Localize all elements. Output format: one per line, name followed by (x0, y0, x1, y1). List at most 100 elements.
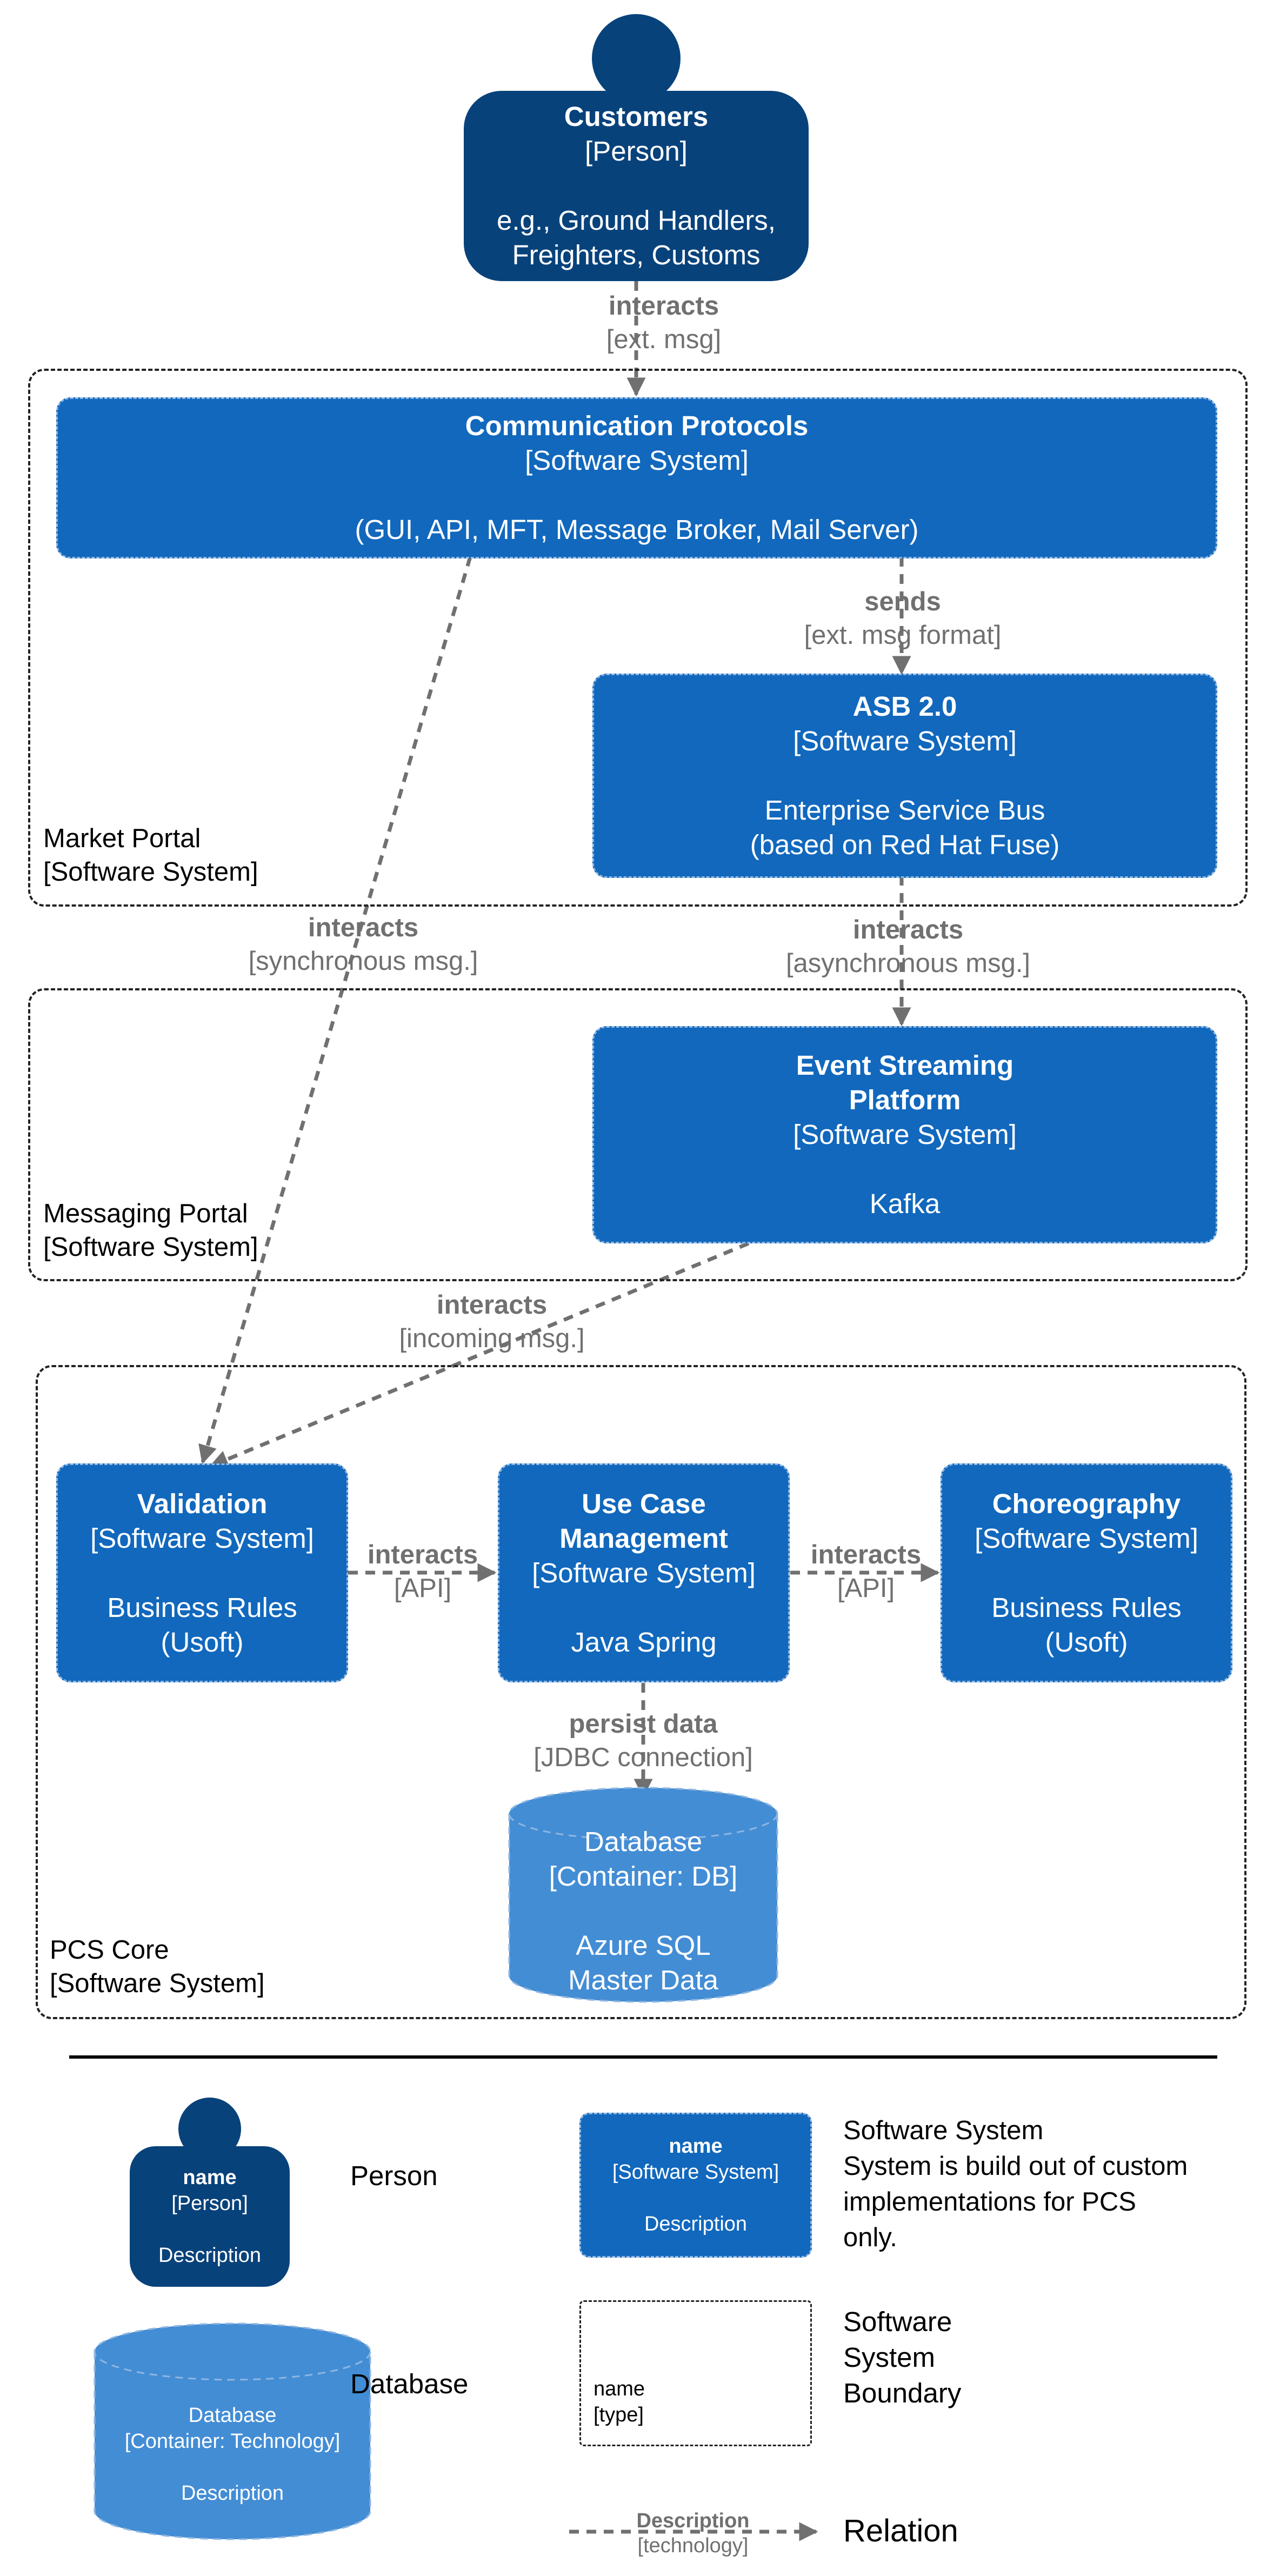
legend-system-name: name (669, 2135, 723, 2158)
relation-r4-label: interacts (852, 915, 964, 944)
esp-name-2: Platform (849, 1084, 961, 1115)
legend-system-box: name [Software System] Description (579, 2113, 812, 2258)
legend-database-title: Database (350, 2368, 469, 2399)
ucm-name-2: Management (559, 1522, 728, 1554)
ucm-name-1: Use Case (582, 1488, 706, 1519)
relation-r3-label: interacts (308, 913, 419, 942)
boundary-market-name: Market Portal (43, 824, 201, 853)
boundary-messaging-name: Messaging Portal (43, 1199, 248, 1228)
esp-type: [Software System] (793, 1119, 1017, 1150)
db-type: [Container: DB] (549, 1861, 738, 1892)
db-name: Database (584, 1826, 703, 1857)
customers-desc-2: Freighters, Customs (512, 239, 761, 270)
legend-relation-tech: [technology] (637, 2534, 749, 2557)
legend-person-desc: Description (158, 2244, 262, 2267)
legend-database-text: Database [Container: Technology] Descrip… (95, 2384, 370, 2525)
validation-system[interactable]: Validation [Software System] Business Ru… (56, 1463, 348, 1682)
relation-label-ucm-choreo: interacts [API] (811, 1538, 921, 1605)
esp-desc: Kafka (869, 1188, 941, 1219)
boundary-messaging-portal (28, 988, 1248, 1281)
boundary-market-label: Market Portal [Software System] (43, 822, 258, 889)
legend-boundary-title-1: Software (843, 2306, 952, 2337)
legend-database-desc: Description (181, 2482, 284, 2505)
comm-type: [Software System] (525, 445, 749, 476)
relation-r6-label: interacts (367, 1540, 478, 1569)
relation-r7-label: interacts (810, 1540, 922, 1569)
ucm-type: [Software System] (532, 1557, 756, 1588)
relation-r1-label: interacts (608, 291, 719, 321)
legend-relation-label: Description [technology] (636, 2508, 749, 2558)
relation-r5-label: interacts (436, 1290, 548, 1320)
relation-label-esp-validation: interacts [incoming msg.] (399, 1288, 584, 1355)
legend-person-type: [Person] (171, 2192, 248, 2215)
db-desc-1: Azure SQL (576, 1930, 711, 1961)
customers-desc-1: e.g., Ground Handlers, (497, 205, 776, 236)
legend-system-title: Software System (843, 2116, 1044, 2145)
validation-desc-1: Business Rules (107, 1592, 297, 1623)
relation-label-validation-ucm: interacts [API] (368, 1538, 478, 1605)
boundary-pcs-label: PCS Core [Software System] (50, 1933, 265, 2000)
asb-desc-2: (based on Red Hat Fuse) (750, 829, 1060, 860)
customers-person[interactable]: Customers [Person] e.g., Ground Handlers… (464, 91, 809, 281)
asb-type: [Software System] (793, 725, 1017, 756)
choreo-desc-1: Business Rules (991, 1592, 1182, 1623)
legend-database-cylinder (94, 2322, 371, 2540)
relation-label-ucm-db: persist data [JDBC connection] (534, 1707, 753, 1774)
ucm-desc: Java Spring (571, 1626, 717, 1658)
relation-r7-tech: [API] (837, 1574, 895, 1603)
legend-boundary-label: name [type] (594, 2376, 645, 2428)
legend-relation-desc: Description (636, 2510, 750, 2532)
boundary-pcs-core (36, 1365, 1246, 2019)
database-container[interactable]: Database [Container: DB] Azure SQL Maste… (509, 1819, 777, 2003)
choreo-name: Choreography (992, 1488, 1181, 1519)
customers-type: [Person] (585, 136, 688, 167)
relation-label-comm-validation: interacts [synchronous msg.] (249, 911, 478, 978)
relation-r8-tech: [JDBC connection] (534, 1743, 753, 1772)
legend-boundary-type: [type] (594, 2404, 644, 2426)
relation-label-comm-asb: sends [ext. msg format] (804, 585, 1002, 652)
legend-system-text-1: System is build out of custom (843, 2152, 1188, 2181)
boundary-messaging-type: [Software System] (43, 1233, 258, 1262)
boundary-market-type: [Software System] (43, 857, 258, 887)
relation-r5-tech: [incoming msg.] (399, 1324, 585, 1353)
validation-type: [Software System] (90, 1522, 314, 1554)
relation-label-customers-comm: interacts [ext. msg] (606, 289, 721, 356)
db-desc-2: Master Data (568, 1965, 718, 1995)
boundary-pcs-name: PCS Core (50, 1935, 169, 1965)
legend-relation-title: Relation (843, 2513, 958, 2548)
validation-name: Validation (137, 1488, 268, 1519)
choreo-desc-2: (Usoft) (1045, 1626, 1128, 1658)
comm-name: Communication Protocols (465, 410, 809, 441)
legend-boundary-box (579, 2300, 812, 2446)
legend-database-type: [Container: Technology] (124, 2430, 341, 2453)
customers-head (592, 14, 681, 103)
legend-system-text-2: implementations for PCS (843, 2187, 1136, 2216)
comm-desc: (GUI, API, MFT, Message Broker, Mail Ser… (355, 514, 919, 545)
legend-boundary-name: name (594, 2378, 645, 2400)
asb-desc-1: Enterprise Service Bus (764, 795, 1045, 826)
relation-r2-label: sends (864, 587, 941, 616)
choreography-system[interactable]: Choreography [Software System] Business … (941, 1463, 1232, 1682)
use-case-management-system[interactable]: Use Case Management [Software System] Ja… (498, 1463, 790, 1682)
boundary-messaging-label: Messaging Portal [Software System] (43, 1197, 258, 1264)
legend-person-name: name (183, 2166, 237, 2189)
legend-boundary-title-3: Boundary (843, 2378, 962, 2408)
customers-name: Customers (564, 101, 709, 132)
legend-person-box: name [Person] Description (130, 2146, 290, 2287)
legend-person-title: Person (350, 2160, 438, 2191)
legend-person-head (178, 2098, 241, 2160)
relation-r6-tech: [API] (394, 1574, 452, 1603)
event-streaming-platform-system[interactable]: Event Streaming Platform [Software Syste… (592, 1026, 1217, 1243)
esp-name-1: Event Streaming (796, 1050, 1014, 1081)
relation-r2-tech: [ext. msg format] (804, 621, 1002, 650)
asb-system[interactable]: ASB 2.0 [Software System] Enterprise Ser… (592, 674, 1217, 878)
legend-boundary-title: Software System Boundary (843, 2304, 961, 2411)
relation-label-asb-esp: interacts [asynchronous msg.] (786, 913, 1030, 980)
edge-esp-validation (209, 1241, 750, 1469)
legend-boundary-title-2: System (843, 2342, 936, 2373)
legend-system-text-3: only. (843, 2223, 897, 2252)
communication-protocols-system[interactable]: Communication Protocols [Software System… (56, 397, 1217, 558)
legend-database-name: Database (188, 2404, 277, 2427)
